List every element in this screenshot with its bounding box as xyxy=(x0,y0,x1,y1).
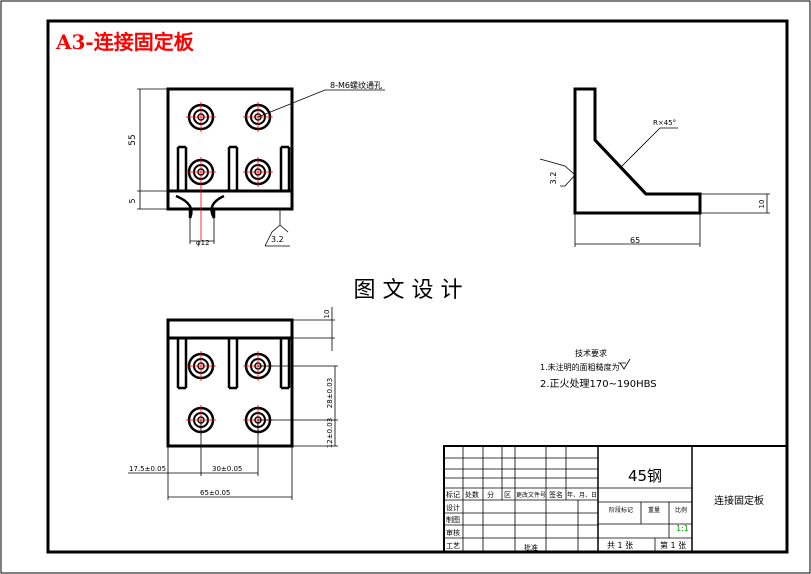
title-block-text: 标记 处数 分 区 更改文件号 签名 年、月、日 设计 制图 审核 工艺 批准 … xyxy=(446,467,764,552)
tb-label-date: 年、月、日 xyxy=(567,491,597,499)
tb-label-count: 处数 xyxy=(465,490,479,499)
tb-review: 审核 xyxy=(446,528,460,537)
hole-1 xyxy=(186,102,216,132)
roughness-symbol xyxy=(618,358,631,370)
hole-note: 8-M6螺纹通孔 xyxy=(330,80,382,90)
chamfer-note: R×45° xyxy=(653,119,676,127)
requirement-2: 2.正火处理170~190HBS xyxy=(540,378,657,390)
title-block xyxy=(443,445,788,553)
dim-dia12: φ12 xyxy=(196,239,210,247)
tb-design: 设计 xyxy=(446,503,460,512)
inner-frame xyxy=(46,19,789,554)
tb-sheet-no: 第 1 张 xyxy=(660,540,686,550)
top-view xyxy=(166,87,294,219)
tb-approve: 批准 xyxy=(524,543,538,552)
front-view xyxy=(166,318,294,448)
requirements-heading: 技术要求 xyxy=(575,348,607,358)
dim-28: 28±0.03 xyxy=(326,378,334,408)
tb-weight: 重量 xyxy=(648,506,660,514)
tb-part-name: 连接固定板 xyxy=(714,494,764,507)
dim-10-side: 10 xyxy=(758,200,766,209)
tb-process: 工艺 xyxy=(446,542,460,550)
hole-3 xyxy=(186,157,216,240)
top-view-dims xyxy=(137,88,385,247)
tb-label-mark: 标记 xyxy=(446,490,460,499)
requirement-1: 1.未注明的面粗糙度为 xyxy=(540,362,620,372)
hole-5 xyxy=(186,351,216,381)
tb-scale-label: 比例 xyxy=(675,506,687,514)
roughness-top: 3.2 xyxy=(271,235,284,244)
dim-12: 12±0.03 xyxy=(326,418,334,448)
tb-label-change: 更改文件号 xyxy=(516,491,546,499)
dim-17-5: 17.5±0.05 xyxy=(129,465,166,473)
sheet-title: A3-连接固定板 xyxy=(55,30,195,54)
dim-65: 65 xyxy=(630,236,640,245)
side-view-dims xyxy=(539,127,770,247)
tb-scale-value: 1:1 xyxy=(676,524,689,533)
tb-material: 45钢 xyxy=(628,467,662,485)
tb-label-zone: 区 xyxy=(504,491,511,499)
top-view-holes xyxy=(186,102,273,240)
tb-stage: 阶段标记 xyxy=(609,506,633,514)
hole-4 xyxy=(243,157,273,187)
hole-2 xyxy=(243,102,273,132)
roughness-side: 3.2 xyxy=(549,172,558,185)
dim-55: 55 xyxy=(128,134,138,145)
front-view-dims xyxy=(128,307,338,500)
dim-5: 5 xyxy=(128,198,137,203)
dim-65-front: 65±0.05 xyxy=(200,489,230,497)
dim-10-front: 10 xyxy=(323,310,331,319)
dim-30: 30±0.05 xyxy=(212,465,242,473)
tb-label-sign: 签名 xyxy=(549,490,563,499)
tb-label-div: 分 xyxy=(487,490,494,499)
tb-draw: 制图 xyxy=(446,515,460,524)
watermark-text: 图 文 设 计 xyxy=(354,278,463,303)
tb-sheet-total: 共 1 张 xyxy=(607,541,633,550)
